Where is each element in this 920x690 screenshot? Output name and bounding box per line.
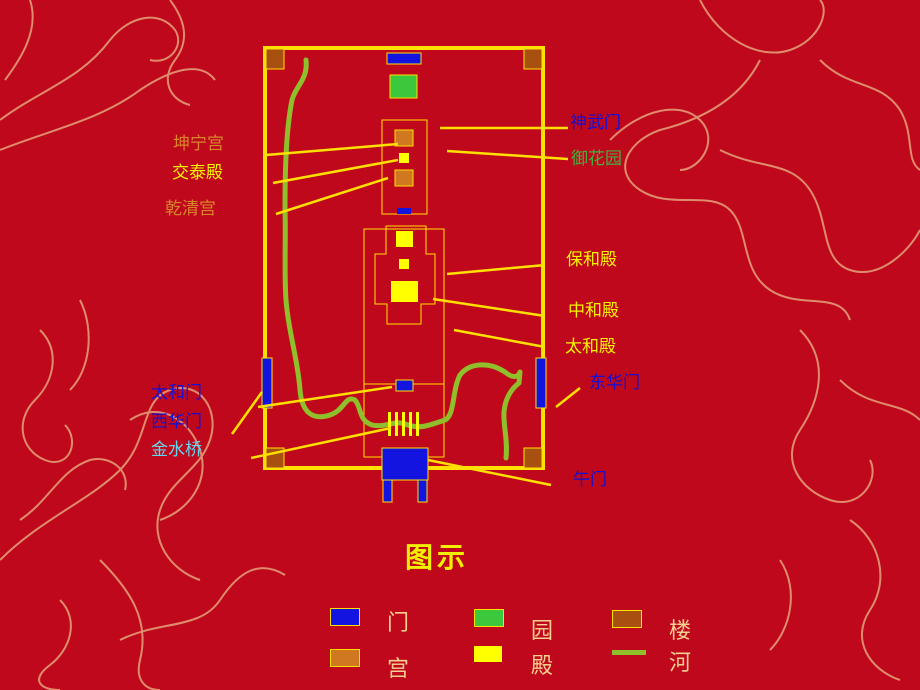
- dragon-body: [719, 149, 920, 273]
- dragon-body: [99, 559, 161, 690]
- qianqing-gate: [397, 208, 411, 214]
- taihe-hall: [391, 281, 418, 302]
- legend-label-garden: 园: [531, 619, 554, 644]
- dragon-body: [0, 387, 214, 581]
- cloud-swirl: [769, 559, 792, 651]
- leader-taihe: [453, 328, 546, 349]
- legend-swatch-hall: [474, 646, 502, 662]
- cloud-swirl: [849, 519, 901, 681]
- label-qianqing-palace: 乾清宫: [165, 199, 216, 219]
- dragon-body: [819, 59, 920, 171]
- label-imperial-garden: 御花园: [571, 149, 622, 169]
- wu-gate: [381, 447, 429, 481]
- legend-label-river: 河: [669, 651, 692, 676]
- legend-swatch-river: [612, 650, 646, 655]
- xihua-gate: [261, 357, 273, 409]
- corner-tower-ne: [523, 48, 543, 70]
- cloud-swirl: [69, 299, 90, 391]
- cloud-swirl: [166, 0, 191, 106]
- dragon-body: [699, 0, 825, 54]
- legend-label-tower: 楼: [669, 619, 692, 644]
- three-halls-terrace: [374, 225, 436, 325]
- dragon-body: [624, 59, 851, 321]
- legend-swatch-palace: [330, 649, 360, 667]
- legend-swatch-gate: [330, 608, 360, 626]
- cloud-swirl: [21, 329, 74, 463]
- legend-label-gate: 门: [387, 611, 410, 636]
- legend-label-palace: 宫: [387, 657, 410, 682]
- leader-donghua: [555, 387, 581, 408]
- wu-gate-wing-west: [382, 479, 393, 503]
- dragon-head: [609, 108, 710, 171]
- jiaotai-hall: [399, 153, 409, 163]
- jinshui-river: [282, 57, 523, 461]
- taihe-gate: [395, 379, 414, 392]
- cloud-swirl: [38, 599, 72, 690]
- label-zhonghe-hall: 中和殿: [568, 301, 619, 321]
- imperial-garden: [389, 74, 418, 99]
- leader-xihua: [230, 391, 264, 435]
- label-taihe-hall: 太和殿: [565, 337, 616, 357]
- label-wu-gate: 午门: [573, 470, 607, 490]
- label-shenwu-gate: 神武门: [570, 113, 621, 133]
- leader-taihe-gate: [257, 385, 393, 409]
- leader-kunning: [265, 142, 399, 157]
- cloud-swirl: [0, 68, 216, 151]
- dragon-head: [129, 410, 204, 521]
- corner-tower-se: [523, 447, 543, 469]
- label-donghua-gate: 东华门: [589, 373, 640, 393]
- dragon-tail: [119, 567, 286, 641]
- label-jiaotai-hall: 交泰殿: [172, 163, 223, 183]
- outer-wall: [263, 46, 545, 470]
- jinshui-bridge: [388, 412, 419, 436]
- label-jinshui-bridge: 金水桥: [151, 440, 202, 460]
- legend-swatch-garden: [474, 609, 504, 627]
- leader-wu: [427, 458, 552, 487]
- shenwu-gate: [386, 52, 422, 65]
- cloud-swirl: [790, 329, 874, 503]
- wu-gate-wing-east: [417, 479, 428, 503]
- legend-swatch-tower: [612, 610, 642, 628]
- qianqing-palace: [394, 169, 414, 187]
- kunning-palace: [394, 129, 414, 147]
- legend-title: 图示: [405, 541, 470, 574]
- corner-tower-nw: [265, 48, 285, 70]
- label-xihua-gate: 西华门: [151, 412, 202, 432]
- leader-garden: [446, 149, 569, 161]
- leader-jinshui: [250, 426, 392, 460]
- label-baohe-hall: 保和殿: [566, 250, 617, 270]
- cloud-swirl: [839, 379, 920, 421]
- label-kunning-palace: 坤宁宫: [173, 134, 224, 154]
- leader-jiaotai: [272, 158, 399, 185]
- zhonghe-hall: [399, 259, 409, 269]
- baohe-hall: [396, 231, 413, 247]
- cloud-swirl: [0, 16, 180, 121]
- dragon-body: [19, 458, 127, 521]
- legend-label-hall: 殿: [531, 654, 554, 679]
- leader-zhonghe: [432, 297, 546, 318]
- leader-qianqing: [275, 176, 389, 216]
- donghua-gate: [535, 357, 547, 409]
- leader-baohe: [446, 263, 546, 276]
- label-taihe-gate: 太和门: [151, 383, 202, 403]
- cloud-swirl: [4, 0, 34, 81]
